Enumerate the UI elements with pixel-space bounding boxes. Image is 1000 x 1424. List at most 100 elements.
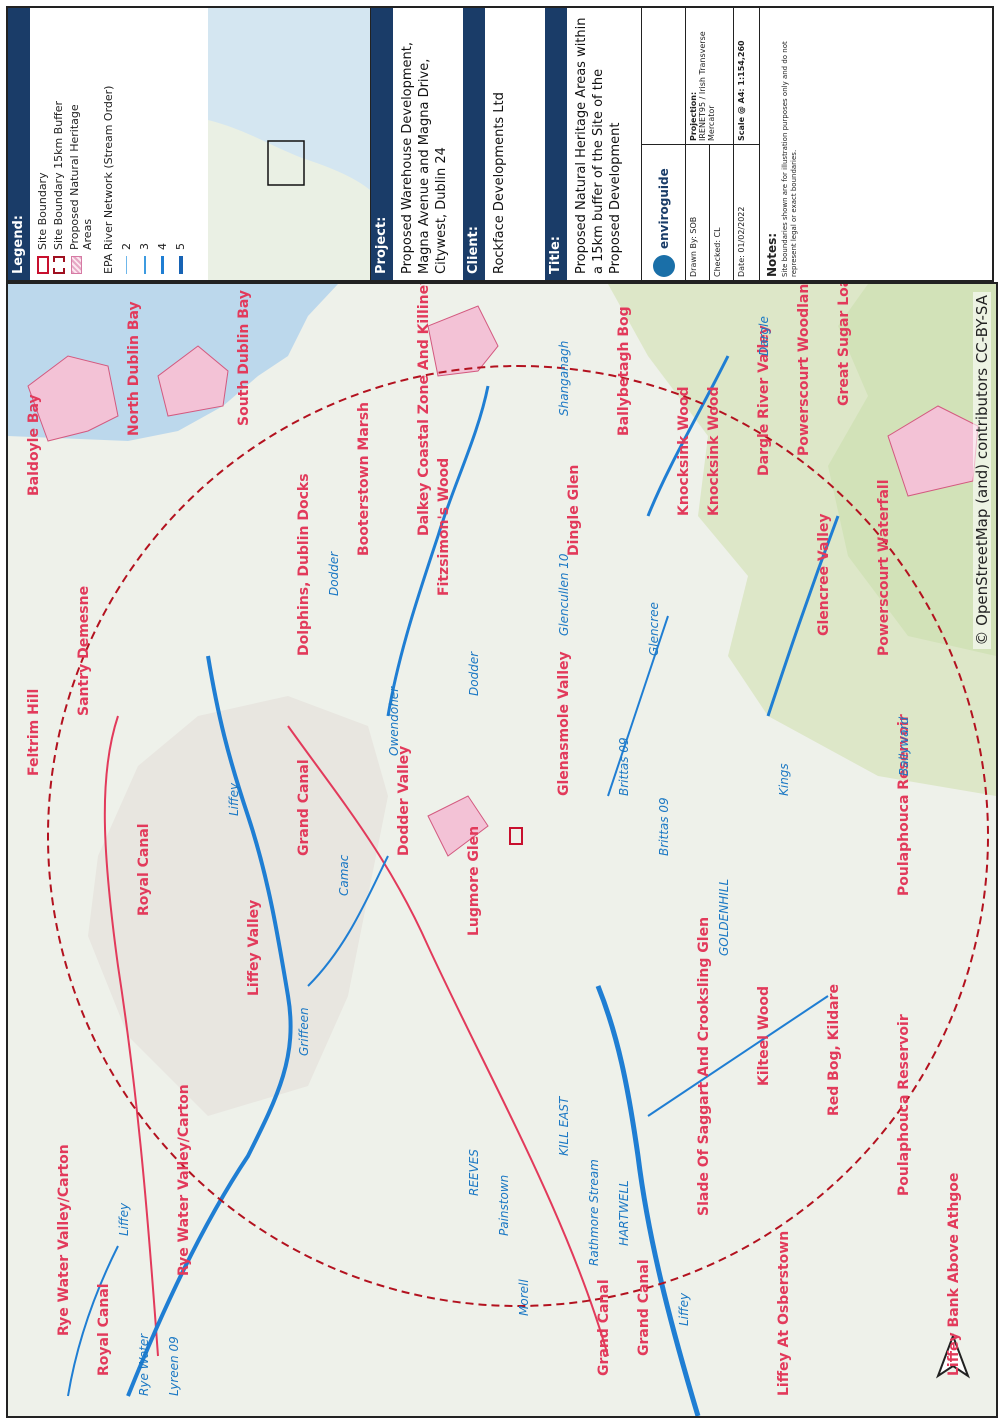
label-dargle-river-valley: Dargle River Valley [756, 325, 772, 476]
river-label-griffeen: Griffeen [297, 1007, 311, 1056]
legend-river-order-2: 2 [120, 243, 133, 274]
river-label-dargle: Dargle [757, 316, 771, 356]
river-glencree[interactable] [607, 615, 669, 797]
legend-site-boundary-label: Site Boundary [36, 172, 49, 250]
legend-buffer-label: Site Boundary 15km Buffer [52, 100, 65, 250]
river-label-camac: Camac [337, 854, 351, 896]
label-santry-demesne: Santry Demesne [76, 586, 92, 716]
river-liffey-upper[interactable] [595, 985, 701, 1416]
label-grand-canal-2: Grand Canal [596, 1279, 612, 1376]
title-panel: Legend: Site Boundary Site Boundary 15km… [6, 6, 994, 282]
river-label-lyreen: Lyreen 09 [167, 1336, 181, 1396]
legend-heritage-line1: Proposed Natural Heritage [68, 104, 81, 250]
label-red-bog-kildare: Red Bog, Kildare [826, 984, 842, 1116]
label-kilteel-wood: Kilteel Wood [756, 986, 772, 1086]
river-kings[interactable] [766, 515, 840, 717]
grand-canal-line [287, 725, 609, 1357]
river-kill-east[interactable] [647, 995, 829, 1117]
river-network [67, 355, 840, 1416]
river-dodder[interactable] [386, 385, 490, 717]
heritage-area-powerscourt[interactable] [427, 305, 499, 377]
info-block: enviroguide Drawn By: SOB Projection: IR… [641, 8, 932, 280]
label-liffey-bank: Liffey Bank Above Athgoe [946, 1173, 962, 1376]
river-liffey[interactable] [126, 655, 293, 1397]
river-label-morell: Morell [517, 1279, 531, 1316]
legend-river-order-4: 4 [156, 243, 169, 274]
title-text: Proposed Natural Heritage Areas within a… [574, 17, 623, 275]
river-label-shanganagh: Shanganagh [557, 341, 571, 416]
label-glenasmole-valley: Glenasmole Valley [556, 651, 572, 796]
map-frame[interactable]: Rye Water Valley/Carton Rye Water Valley… [6, 282, 998, 1418]
label-baldoyle-bay: Baldoyle Bay [26, 394, 42, 496]
map-canvas[interactable]: Rye Water Valley/Carton Rye Water Valley… [8, 284, 996, 1416]
label-grand-canal-1: Grand Canal [296, 759, 312, 856]
heritage-area-glenasmole[interactable] [427, 795, 489, 857]
label-portmarnock: Feltrim Hill [26, 689, 42, 776]
heritage-area-south-dublin-bay[interactable] [157, 345, 229, 417]
projection-value: IRENET95 / Irish Transverse Mercator [698, 31, 716, 141]
buffer-swatch-icon [52, 256, 65, 274]
river-order-4-swatch-icon [161, 256, 164, 274]
legend-river-order-5-label: 5 [174, 243, 187, 250]
label-dingle-glen: Dingle Glen [566, 465, 582, 556]
label-poulaphouca-reservoir-2: Poulaphouca Reservoir [896, 1014, 912, 1196]
river-label-rye-water: Rye Water [137, 1333, 151, 1396]
legend-river-order-2-label: 2 [120, 243, 133, 250]
legend: Site Boundary Site Boundary 15km Buffer … [30, 8, 208, 280]
river-dargle[interactable] [646, 355, 730, 517]
company-address [642, 8, 686, 144]
label-rye-water-valley-carton-2: Rye Water Valley/Carton [176, 1084, 192, 1276]
river-label-glencullen: Glencullen 10 [557, 553, 571, 636]
label-liffey-valley: Liffey Valley [246, 900, 262, 996]
label-dalkey: Dalkey Coastal Zone And Killiney Hill [416, 284, 432, 536]
legend-site-boundary: Site Boundary [36, 172, 49, 274]
label-dolphins-dublin-docks: Dolphins, Dublin Docks [296, 473, 312, 656]
site-boundary[interactable] [509, 827, 523, 845]
project-heading: Project: [371, 8, 393, 280]
river-label-goldenhill: GOLDENHILL [717, 879, 731, 956]
map-attribution: © OpenStreetMap (and) contributors CC-BY… [973, 292, 991, 649]
legend-heading: Legend: [8, 8, 30, 280]
inset-land [208, 120, 370, 280]
site-15km-buffer [47, 365, 989, 1307]
notes: Notes: Site boundaries shown are for ill… [762, 8, 922, 280]
label-ballybetagh-bog: Ballybetagh Bog [616, 306, 632, 436]
label-booterstown-marsh: Booterstown Marsh [356, 402, 372, 556]
label-lugmore-glen: Lugmore Glen [466, 826, 482, 936]
river-label-reeves: REEVES [467, 1149, 481, 1196]
label-kilmacanogue-wood: Knocksink Wood [706, 386, 722, 516]
heritage-area-poulaphouca[interactable] [887, 405, 979, 497]
projection: Projection: IRENET95 / Irish Transverse … [686, 8, 734, 144]
company-logo: enviroguide [642, 144, 686, 280]
river-label-owendoher: Owendoher [387, 686, 401, 756]
river-label-liffey-3: Liffey [677, 1292, 691, 1326]
label-fitzsimons-wood: Fitzsimon's Wood [436, 458, 452, 596]
river-label-liffey-1: Liffey [117, 1202, 131, 1236]
legend-river-order-4-label: 4 [156, 243, 169, 250]
heritage-area-north-dublin-bay[interactable] [27, 355, 119, 442]
river-order-2-swatch-icon [126, 256, 127, 274]
label-liffey-at-osberstown: Liffey At Osberstown [776, 1231, 792, 1396]
river-label-liffey-2: Liffey [227, 782, 241, 816]
river-camac[interactable] [307, 855, 389, 987]
heritage-swatch-icon [71, 256, 82, 274]
urban-area [88, 696, 388, 1116]
heritage-areas [27, 305, 979, 857]
river-order-3-swatch-icon [143, 256, 146, 274]
north-arrow-icon [935, 1333, 971, 1379]
drawn-by: Drawn By: SOB [686, 144, 710, 280]
river-rye-water[interactable] [67, 1245, 119, 1397]
notes-text: Site boundaries shown are for illustrati… [781, 41, 798, 277]
legend-river-order-3: 3 [138, 243, 151, 274]
project-text: Proposed Warehouse Development, Magna Av… [400, 41, 449, 274]
label-north-dublin-bay: North Dublin Bay [126, 301, 142, 436]
legend-river-heading: EPA River Network (Stream Order) [102, 86, 115, 274]
label-glencree-valley: Glencree Valley [816, 513, 832, 636]
legend-river-order-3-label: 3 [138, 243, 151, 250]
notes-heading: Notes: [765, 232, 779, 277]
location-inset-map [208, 8, 371, 280]
